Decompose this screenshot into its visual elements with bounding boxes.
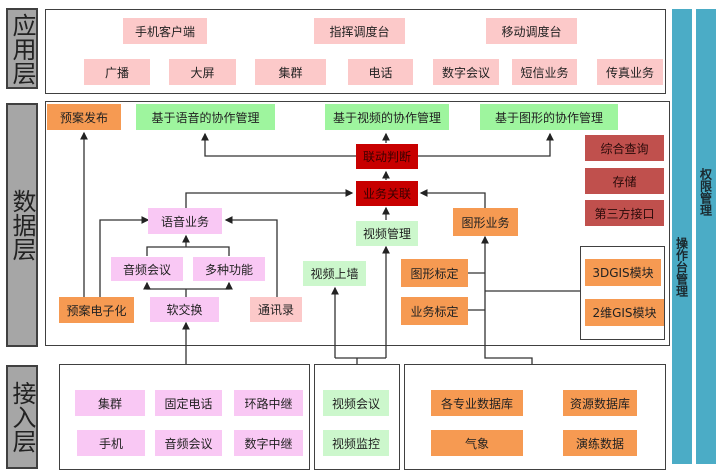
- access-loop-relay: 环路中继: [234, 390, 303, 416]
- line-linkage-to-graphic-collab: [417, 132, 554, 157]
- gis-3d-module: 3DGIS模块: [585, 259, 661, 286]
- line-access-data-to-graphic: [481, 235, 533, 364]
- app-broadcast: 广播: [84, 59, 150, 85]
- access-layer-label: 接入层: [6, 365, 38, 469]
- video-wall: 视频上墙: [303, 261, 366, 286]
- voice-collab-management: 基于语音的协作管理: [136, 104, 275, 130]
- console-management-bar: 操作台管理: [672, 9, 692, 464]
- line-plan-digitization-to-voice: [99, 216, 150, 298]
- video-management: 视频管理: [356, 221, 418, 246]
- business-association: 业务关联: [356, 181, 418, 206]
- graphic-calibration: 图形标定: [401, 259, 468, 287]
- softswitch: 软交换: [150, 297, 219, 322]
- line-voice-to-association: [185, 189, 354, 210]
- access-digital-relay: 数字中继: [234, 430, 303, 456]
- video-collab-management: 基于视频的协作管理: [325, 104, 449, 130]
- access-mobile: 手机: [77, 430, 145, 456]
- access-resource-database: 资源数据库: [563, 390, 637, 416]
- access-weather: 气象: [431, 430, 523, 456]
- app-command-console: 指挥调度台: [314, 18, 405, 44]
- third-party-interface: 第三方接口: [585, 200, 664, 226]
- access-trunking: 集群: [75, 390, 145, 416]
- audio-conference: 音频会议: [111, 257, 183, 281]
- app-telephone: 电话: [348, 59, 413, 85]
- comprehensive-query: 综合查询: [585, 135, 664, 161]
- graphic-service: 图形业务: [453, 208, 518, 236]
- business-calibration: 业务标定: [401, 297, 468, 325]
- access-fixed-phone: 固定电话: [155, 390, 222, 416]
- address-book: 通讯录: [250, 297, 302, 322]
- multi-function: 多种功能: [193, 257, 265, 281]
- app-trunking: 集群: [255, 59, 326, 85]
- plan-digitization: 预案电子化: [59, 297, 134, 323]
- app-sms-service: 短信业务: [512, 59, 577, 85]
- access-drill-data: 演练数据: [563, 430, 637, 456]
- application-layer-label: 应用层: [6, 8, 38, 89]
- voice-service: 语音业务: [148, 208, 222, 234]
- line-graphic-to-association: [419, 189, 486, 208]
- plan-publish: 预案发布: [47, 104, 121, 130]
- data-layer-label: 数据层: [6, 103, 38, 347]
- permission-management-bar: 权限管理: [696, 9, 716, 464]
- app-mobile-client: 手机客户端: [123, 18, 207, 44]
- access-video-conference: 视频会议: [323, 390, 389, 416]
- app-digital-conference: 数字会议: [433, 59, 499, 85]
- access-audio-conference: 音频会议: [155, 430, 222, 456]
- app-mobile-console: 移动调度台: [486, 18, 577, 44]
- storage: 存储: [585, 168, 664, 194]
- app-fax-service: 传真业务: [597, 59, 663, 85]
- access-professional-databases: 各专业数据库: [431, 390, 523, 416]
- gis-2d-module: 2维GIS模块: [585, 299, 664, 326]
- linkage-judgment: 联动判断: [356, 144, 418, 169]
- graphic-collab-management: 基于图形的协作管理: [480, 104, 618, 130]
- line-addressbook-to-voice: [224, 216, 278, 298]
- app-big-screen: 大屏: [169, 59, 236, 85]
- line-linkage-to-voice-collab: [201, 132, 356, 157]
- access-video-surveillance: 视频监控: [323, 430, 389, 456]
- line-audio-multi-join: [146, 246, 230, 256]
